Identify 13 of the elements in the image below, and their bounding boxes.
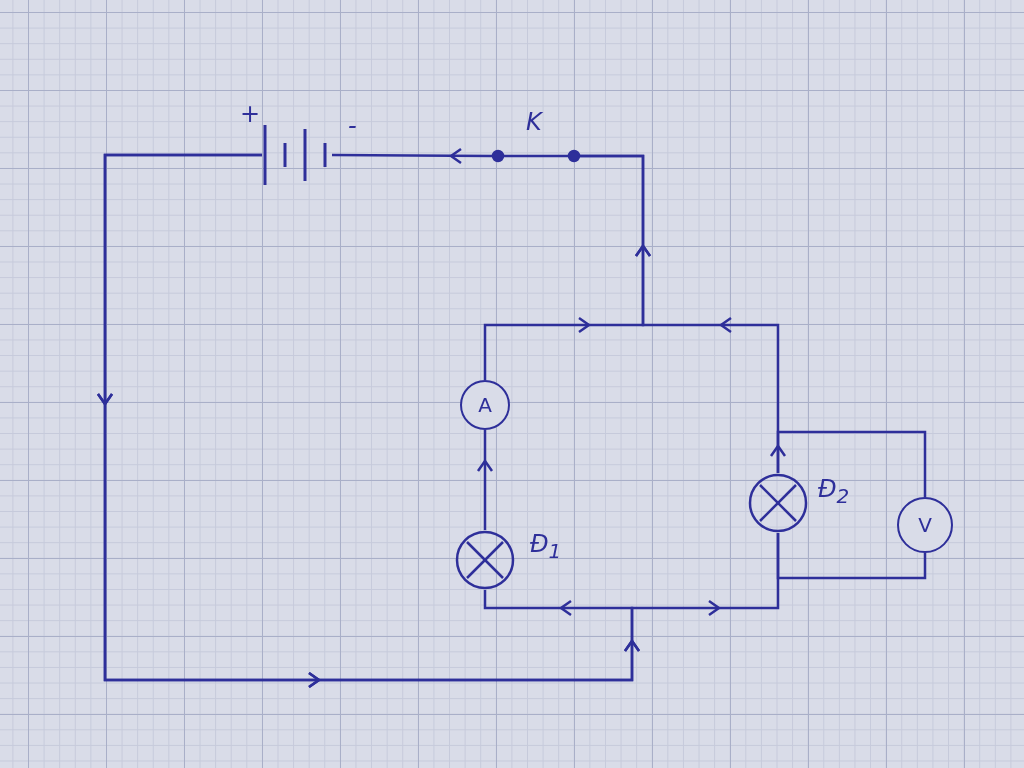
component-label: K [526, 108, 542, 136]
switch-symbol [492, 149, 580, 163]
wire [332, 147, 492, 165]
wire [476, 430, 494, 530]
lamp-symbol [455, 530, 515, 590]
component-label: Đ$_{1}$ [530, 530, 562, 563]
component-label: Đ$_{2}$ [818, 475, 850, 508]
component-label: - [348, 112, 357, 140]
wire [776, 430, 927, 497]
wire [96, 153, 780, 689]
wire [776, 533, 927, 580]
lamp-symbol [748, 473, 808, 533]
component-label: + [240, 100, 261, 128]
